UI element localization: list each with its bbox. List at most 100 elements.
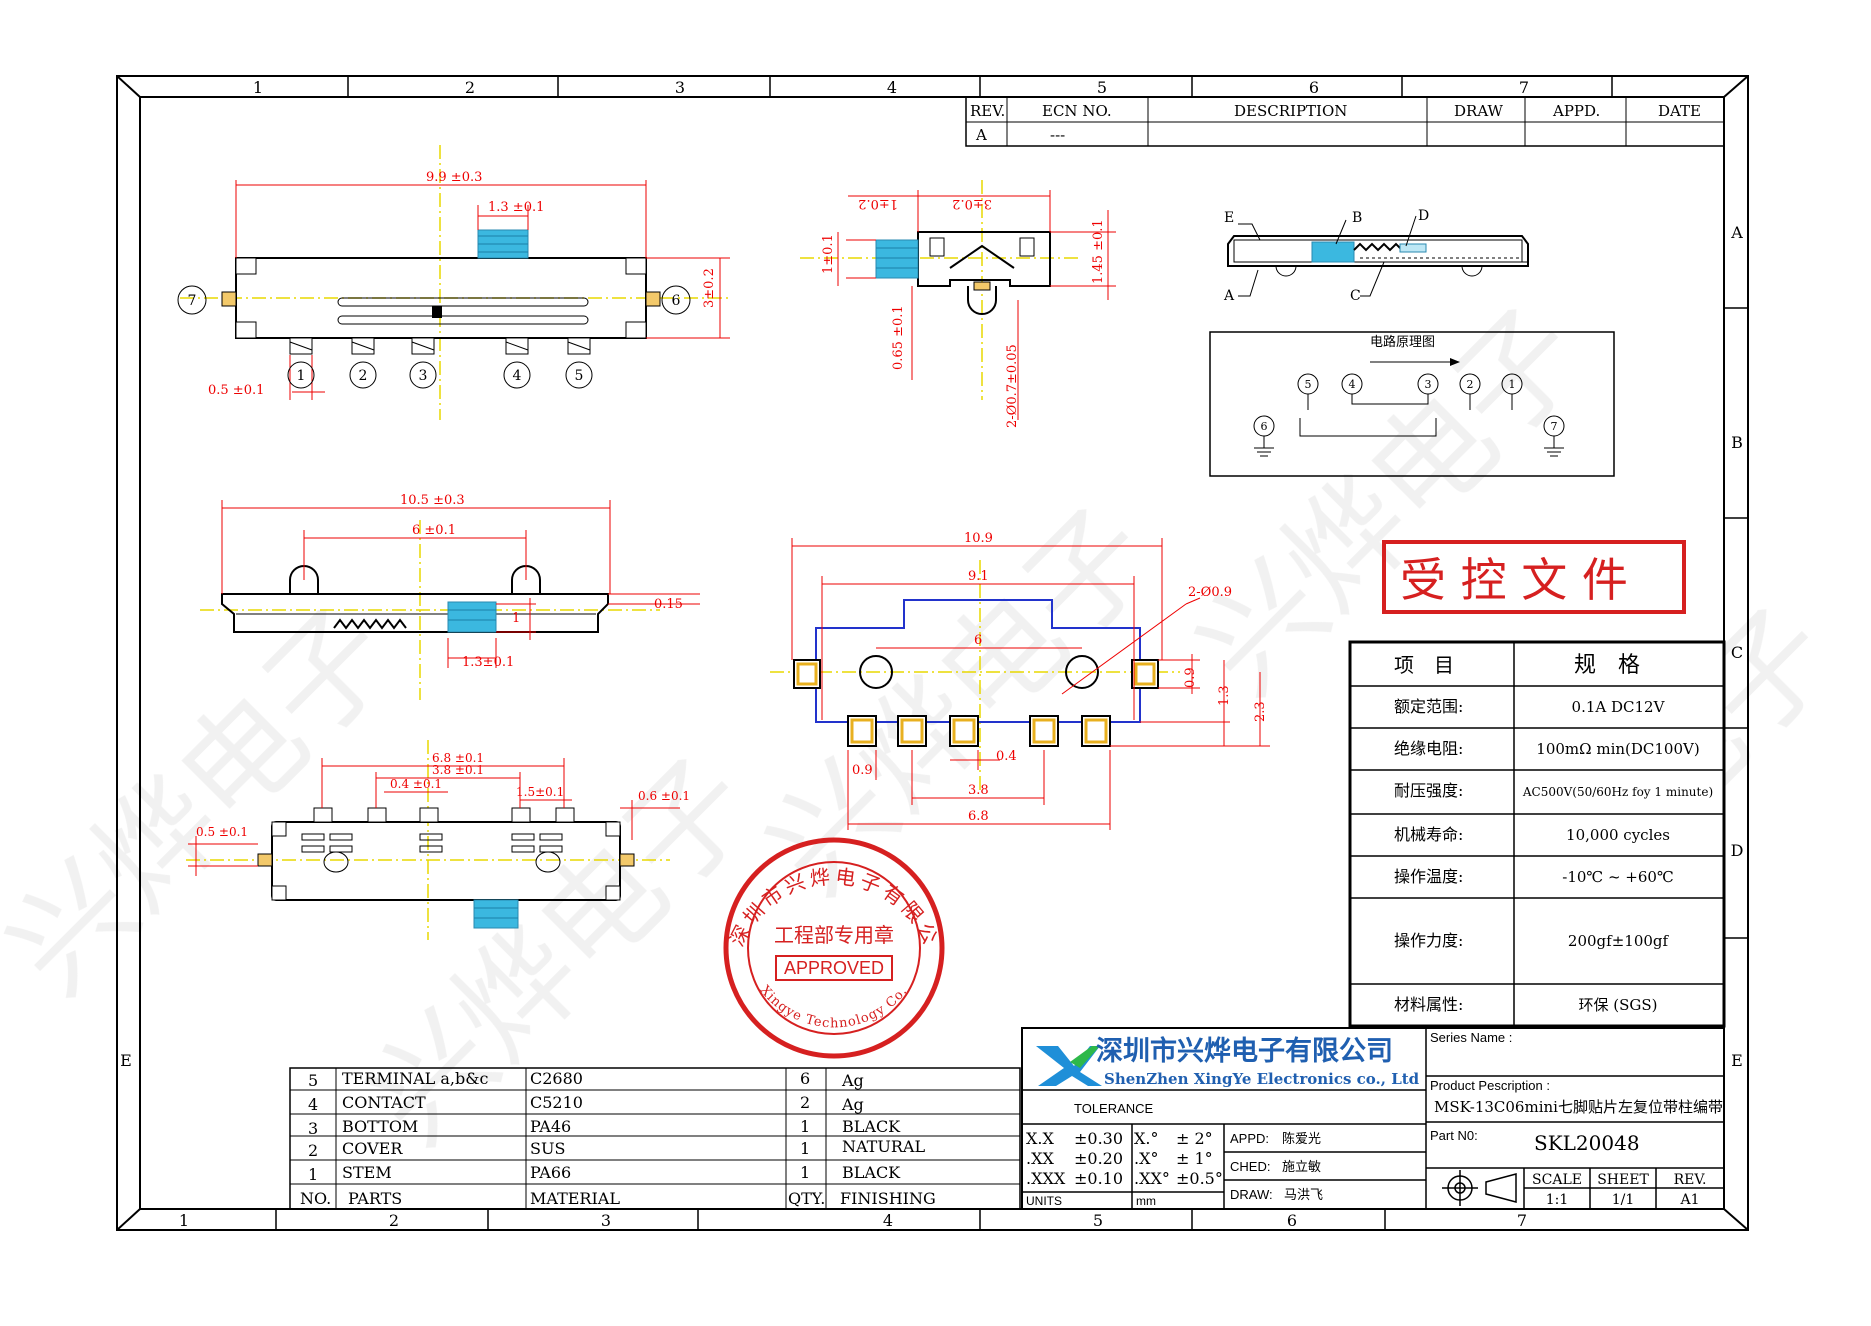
tv-dim-overall: 9.9 ±0.3	[426, 170, 482, 185]
top-view: 9.9 ±0.3 1.3 ±0.1 3±0.2 0.5 ±0.1 7 6 1 2…	[177, 145, 730, 420]
fv-dim-015: 0.15	[654, 597, 683, 612]
col-top-2: 2	[465, 78, 475, 97]
tv-side-7: 7	[188, 293, 197, 309]
spec-row-7-label: 材料属性:	[1394, 995, 1463, 1014]
part-no-label: Part N0:	[1430, 1128, 1478, 1143]
spec-row-5-label: 操作温度:	[1394, 867, 1463, 886]
circuit-node-6: 6	[1261, 420, 1268, 433]
part-3-no: 3	[308, 1119, 318, 1138]
rev-h-appd: APPD.	[1552, 102, 1600, 120]
sheet-value: 1/1	[1612, 1192, 1635, 1208]
projection-symbol-icon	[1442, 1170, 1517, 1206]
circuit-node-3: 3	[1425, 378, 1432, 391]
part-3-finish: BLACK	[842, 1117, 901, 1136]
tv-pin-3: 3	[419, 368, 428, 384]
ev-dim-1-left: 1±0.1	[821, 234, 836, 274]
col-bot-2: 2	[389, 1211, 399, 1230]
units-label: UNITS	[1026, 1194, 1062, 1208]
part-1-no: 1	[308, 1165, 318, 1184]
spec-row-2-value: 100mΩ min(DC100V)	[1536, 740, 1699, 758]
fp-dim-6: 6	[974, 633, 982, 648]
part-4-no: 4	[308, 1095, 318, 1114]
rev-row-ecn: ---	[1050, 126, 1065, 144]
part-2-material: SUS	[530, 1139, 565, 1158]
watermark-text-1: 兴烨电子	[0, 583, 420, 1021]
spec-row-3-label: 耐压强度:	[1394, 781, 1463, 800]
tol-1-d: ± 2°	[1176, 1129, 1213, 1148]
part-1-name: STEM	[342, 1163, 392, 1182]
controlled-stamp-text: 受 控 文 件	[1400, 553, 1628, 607]
rev-h-rev: REV.	[970, 102, 1005, 120]
product-value: MSK-13C06mini七脚贴片左复位带柱编带	[1434, 1098, 1723, 1116]
tol-3-b: ±0.10	[1074, 1169, 1123, 1188]
column-markers: 1 2 3 4 5 6 7 1 2 3 4 5 6 7 A B C D E E	[120, 78, 1743, 1230]
company-name-en: ShenZhen XingYe Electronics co., Ltd	[1104, 1070, 1420, 1088]
fp-dim-91: 9.1	[968, 569, 989, 584]
parts-h-qty: QTY.	[788, 1189, 825, 1208]
tv-pin-1: 1	[297, 368, 306, 384]
product-label: Product Pescription :	[1430, 1078, 1550, 1093]
fv-dim-overall: 10.5 ±0.3	[400, 493, 465, 508]
appd-value: 陈爱光	[1282, 1131, 1321, 1147]
ched-label: CHED:	[1230, 1159, 1270, 1174]
company-logo	[1036, 1046, 1102, 1086]
sv-label-d: D	[1418, 208, 1429, 224]
bv-dim-68: 6.8 ±0.1	[432, 751, 484, 765]
scale-label: SCALE	[1532, 1172, 1582, 1188]
ev-dim-065: 0.65 ±0.1	[891, 305, 906, 370]
tv-side-6: 6	[672, 293, 681, 309]
front-view: 10.5 ±0.3 6 ±0.1 0.15 1 1.3±0.1	[200, 493, 700, 700]
sheet-label: SHEET	[1597, 1172, 1649, 1188]
col-top-5: 5	[1097, 78, 1107, 97]
tv-pin-5: 5	[575, 368, 584, 384]
watermark-text-3: 兴烨电子	[742, 483, 1180, 921]
spec-row-1-value: 0.1A DC12V	[1572, 698, 1666, 716]
tol-1-a: X.X	[1026, 1129, 1054, 1148]
parts-h-finishing: FINISHING	[840, 1189, 936, 1208]
part-5-no: 5	[308, 1071, 318, 1090]
parts-h-parts: PARTS	[348, 1189, 402, 1208]
col-top-4: 4	[887, 78, 897, 97]
part-5-finish: Ag	[841, 1071, 864, 1090]
parts-h-material: MATERIAL	[530, 1189, 620, 1208]
spec-row-4-label: 机械寿命:	[1394, 825, 1463, 844]
circuit-node-7: 7	[1551, 420, 1558, 433]
ev-dim-post: 2-Ø0.7±0.05	[1005, 344, 1020, 428]
part-5-qty: 6	[800, 1069, 810, 1088]
rev-h-draw: DRAW	[1454, 102, 1504, 120]
spec-header-item: 项 目	[1394, 653, 1454, 677]
fp-dim-09: 0.9	[852, 763, 873, 778]
row-a: A	[1730, 223, 1743, 242]
fp-dim-38: 3.8	[968, 783, 989, 798]
draw-label: DRAW:	[1230, 1187, 1273, 1202]
title-block: 深圳市兴烨电子有限公司 ShenZhen XingYe Electronics …	[1021, 1027, 1725, 1210]
tol-3-d: ±0.5°	[1176, 1169, 1223, 1188]
series-label: Series Name :	[1430, 1030, 1512, 1045]
part-no-value: SKL20048	[1534, 1131, 1640, 1155]
spec-row-6-value: 200gf±100gf	[1568, 932, 1670, 950]
spec-row-3-value: AC500V(50/60Hz foy 1 minute)	[1522, 785, 1713, 799]
fp-dim-23: 2.3	[1253, 701, 1268, 722]
sv-label-e: E	[1224, 210, 1234, 226]
end-view: 1±0.2 3±0.2 1±0.1 1.45 ±0.1 0.65 ±0.1 2-…	[800, 180, 1116, 428]
part-4-name: CONTACT	[342, 1093, 426, 1112]
row-b: B	[1731, 433, 1743, 452]
section-view: E B D A C	[1223, 208, 1529, 304]
col-bot-6: 6	[1287, 1211, 1297, 1230]
col-top-6: 6	[1309, 78, 1319, 97]
part-2-name: COVER	[342, 1139, 403, 1158]
tv-dim-pin: 0.5 ±0.1	[208, 383, 264, 398]
part-3-material: PA46	[530, 1117, 571, 1136]
bottom-view: 6.8 ±0.1 3.8 ±0.1 0.4 ±0.1 1.5±0.1 0.6 ±…	[186, 740, 690, 940]
part-5-material: C2680	[530, 1069, 583, 1088]
tv-dim-knob: 1.3 ±0.1	[488, 200, 544, 215]
bv-dim-15: 1.5±0.1	[516, 785, 564, 799]
tol-2-a: .XX	[1026, 1149, 1054, 1168]
fv-dim-posts: 6 ±0.1	[412, 523, 456, 538]
col-bot-7: 7	[1517, 1211, 1527, 1230]
seal-inner-text: 工程部专用章	[774, 923, 894, 947]
bv-dim-05: 0.5 ±0.1	[196, 825, 248, 839]
col-top-1: 1	[253, 78, 263, 97]
part-1-finish: BLACK	[842, 1163, 901, 1182]
bv-dim-04: 0.4 ±0.1	[390, 777, 442, 791]
